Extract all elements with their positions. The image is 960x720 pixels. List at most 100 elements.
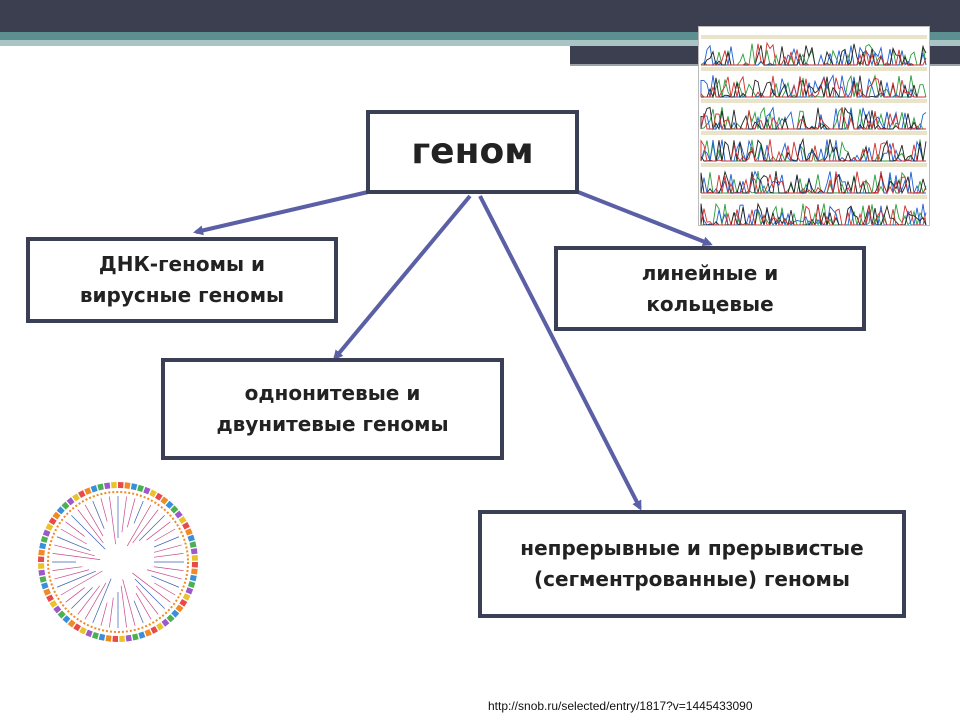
node-dna-viral-line2: вирусные геномы: [79, 283, 285, 307]
tree-ring-segment: [125, 634, 132, 642]
tree-branch: [135, 593, 152, 620]
tree-ring-segment: [189, 541, 197, 548]
tree-branch: [138, 515, 165, 542]
tree-ring-segment: [79, 626, 87, 635]
chromatogram-trace: [700, 204, 927, 225]
tree-ring-segment: [161, 618, 170, 627]
header-stripe-light: [0, 40, 960, 46]
tree-ring-segment: [73, 623, 81, 632]
tree-ring-segment: [85, 629, 93, 638]
arrow-to-segment: [478, 195, 642, 511]
tree-branch: [151, 575, 180, 588]
tree-ring-segment: [182, 593, 191, 601]
tree-branch: [71, 587, 93, 609]
tree-ring-segment: [189, 574, 197, 582]
tree-ring-segment: [38, 556, 45, 562]
tree-ring-segment: [185, 587, 194, 595]
tree-ring-segment: [166, 614, 175, 623]
node-strandedness: однонитевые и двунитевые геномы: [161, 358, 504, 460]
tree-ring-segment: [130, 483, 138, 491]
arrow-to-linear: [577, 190, 713, 247]
tree-ring-segment: [150, 626, 158, 634]
tree-ring-segment: [112, 635, 118, 642]
node-linear-line1: линейные и: [641, 260, 779, 285]
chromatogram-base-row: [701, 195, 927, 199]
tree-ring-segment: [143, 486, 151, 495]
tree-branch: [154, 582, 176, 596]
tree-ring-segment: [118, 482, 124, 489]
tree-branch: [120, 585, 127, 628]
tree-branch: [52, 553, 101, 560]
tree-ring-segment: [105, 635, 112, 642]
tree-ring-segment: [156, 622, 164, 631]
tree-ring-segment: [52, 511, 61, 520]
tree-branch: [134, 578, 165, 609]
tree-ring-segment: [66, 497, 75, 506]
tree-branch: [60, 570, 103, 596]
source-url: http://snob.ru/selected/entry/1817?v=144…: [488, 699, 753, 713]
tree-ring-segment: [49, 600, 58, 608]
tree-ring-segment: [149, 489, 157, 498]
tree-ring-segment: [132, 633, 139, 641]
header-stripe-teal: [0, 32, 960, 40]
node-linear-circular: линейные и кольцевые: [554, 246, 866, 331]
tree-branch: [100, 602, 108, 626]
tree-ring-segment: [160, 496, 169, 505]
tree-ring-segment: [119, 635, 125, 642]
chromatogram-base-row: [701, 35, 927, 39]
tree-ring-segment: [38, 549, 45, 556]
chromatogram-trace: [701, 73, 927, 99]
tree-ring-segment: [187, 534, 195, 542]
tree-ring-segment: [84, 487, 92, 495]
phylogenetic-tree-image: [38, 482, 198, 642]
tree-branch: [133, 500, 144, 524]
tree-ring-segment: [174, 510, 183, 519]
tree-branch: [132, 509, 159, 544]
tree-ring-segment: [175, 604, 184, 613]
node-dna-viral-line1: ДНК-геномы и: [98, 252, 266, 276]
chromatogram-trace: [700, 202, 927, 225]
tree-ring-segment: [155, 492, 163, 501]
tree-branch: [92, 578, 112, 624]
tree-branch: [84, 582, 107, 620]
chromatogram-trace: [701, 171, 927, 195]
tree-ring-segment: [124, 482, 131, 489]
tree-ring-segment: [38, 569, 46, 576]
chromatogram-trace: [700, 106, 926, 131]
tree-ring-segment: [48, 517, 57, 525]
node-genome-label: геном: [411, 131, 534, 173]
tree-ring-segment: [57, 610, 66, 619]
arrow-to-strand: [333, 194, 472, 361]
tree-branch: [121, 496, 127, 533]
tree-ring-segment: [45, 523, 54, 531]
tree-ring-segment: [144, 629, 152, 637]
tree-ring-segment: [104, 482, 111, 490]
tree-branch: [132, 572, 171, 603]
tree-ring-segment: [190, 548, 198, 555]
tree-ring-segment: [179, 599, 188, 607]
tree-branch: [122, 579, 136, 626]
chromatogram-base-row: [701, 99, 927, 103]
chromatogram-trace: [701, 41, 927, 67]
tree-ring-segment: [53, 605, 62, 614]
tree-branch: [133, 600, 144, 624]
tree-branch: [109, 597, 114, 628]
tree-branch: [146, 521, 171, 541]
chromatogram-base-row: [701, 67, 927, 71]
tree-ring-segment: [191, 568, 198, 575]
tree-branch: [126, 504, 152, 547]
tree-ring-segment: [42, 529, 51, 537]
tree-ring-segment: [165, 500, 174, 509]
node-genome: геном: [366, 110, 579, 194]
tree-ring-segment: [191, 555, 198, 561]
tree-ring-segment: [178, 516, 187, 524]
tree-branch: [65, 521, 85, 537]
tree-branch: [54, 569, 90, 580]
node-segment-line1: непрерывные и прерывистые: [520, 536, 864, 560]
chromatogram-trace: [700, 75, 926, 99]
node-strand-line2: двунитевые геномы: [216, 412, 449, 436]
tree-ring-segment: [182, 522, 190, 530]
tree-branch: [154, 528, 176, 542]
tree-ring-segment: [97, 483, 104, 491]
